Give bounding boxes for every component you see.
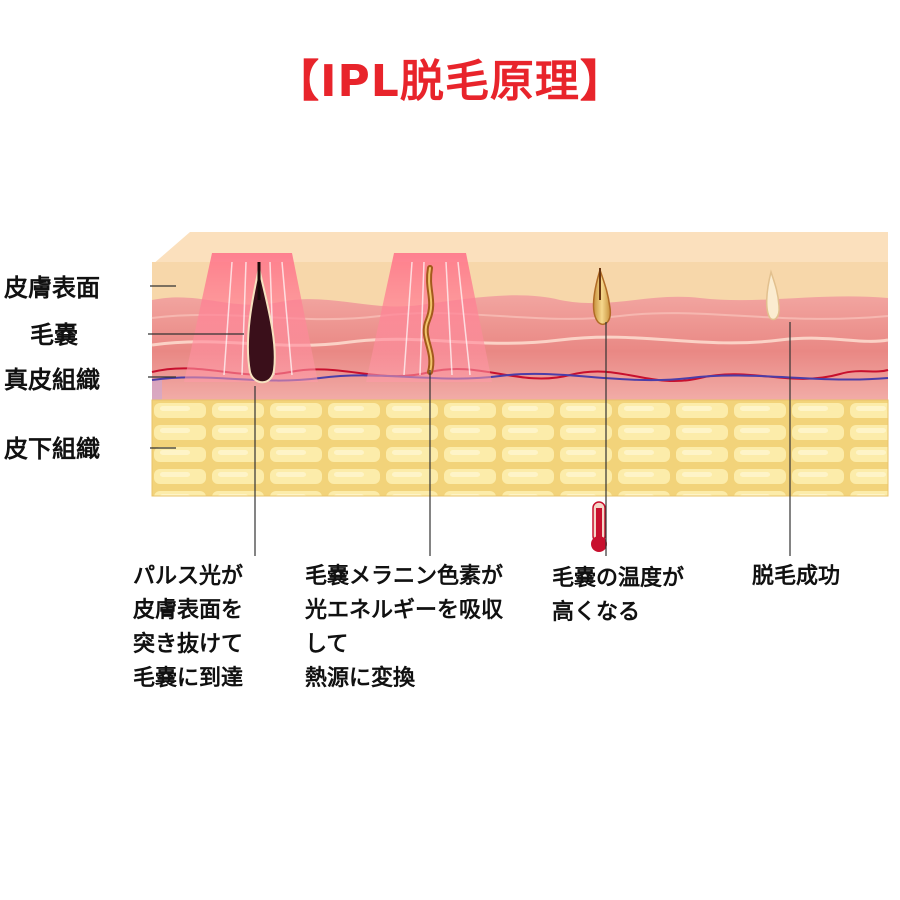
hair-follicle-2-glow (424, 267, 433, 373)
page-title: 【IPL脱毛原理】 (275, 56, 625, 107)
step-pointer-lines (254, 322, 791, 556)
light-rays-2 (403, 261, 471, 376)
layer-pointer-lines (148, 285, 244, 449)
step-1-line-1: パルス光が (133, 564, 244, 589)
step-2-description: 毛嚢メラニン色素が 光エネルギーを吸収 して 熱源に変換 (305, 560, 503, 696)
step-2-line-2: 光エネルギーを吸収 (305, 598, 504, 623)
skin-top-face (152, 232, 888, 265)
step-1-line-3: 突き抜けて (133, 632, 244, 657)
step-1-description: パルス光が 皮膚表面を 突き抜けて 毛嚢に到達 (133, 560, 243, 696)
label-dermis: 真皮組織 (4, 366, 100, 394)
label-subcutaneous: 皮下組織 (4, 435, 100, 463)
step-4-line-1: 脱毛成功 (752, 564, 841, 589)
dermis-layer (152, 295, 888, 408)
label-skin-surface: 皮膚表面 (4, 274, 100, 302)
step-2-line-4: 熱源に変換 (305, 666, 416, 691)
label-hair-follicle: 毛嚢 (30, 321, 78, 349)
dermis-side-band (152, 380, 162, 410)
step-1-line-4: 毛嚢に到達 (133, 666, 244, 691)
step-1-line-2: 皮膚表面を (133, 598, 244, 623)
hair-follicle-3 (592, 267, 612, 326)
step-4-description: 脱毛成功 (752, 560, 840, 594)
step-2-line-3: して (305, 632, 349, 657)
subcutaneous-layer (152, 400, 888, 496)
step-2-line-1: 毛嚢メラニン色素が (305, 564, 504, 589)
thermometer-icon (591, 501, 607, 552)
hair-follicle-1 (246, 267, 276, 384)
step-3-description: 毛嚢の温度が 高くなる (552, 562, 684, 630)
hair-follicle-4 (766, 269, 780, 321)
step-3-line-1: 毛嚢の温度が (552, 566, 685, 591)
step-3-line-2: 高くなる (552, 600, 641, 625)
